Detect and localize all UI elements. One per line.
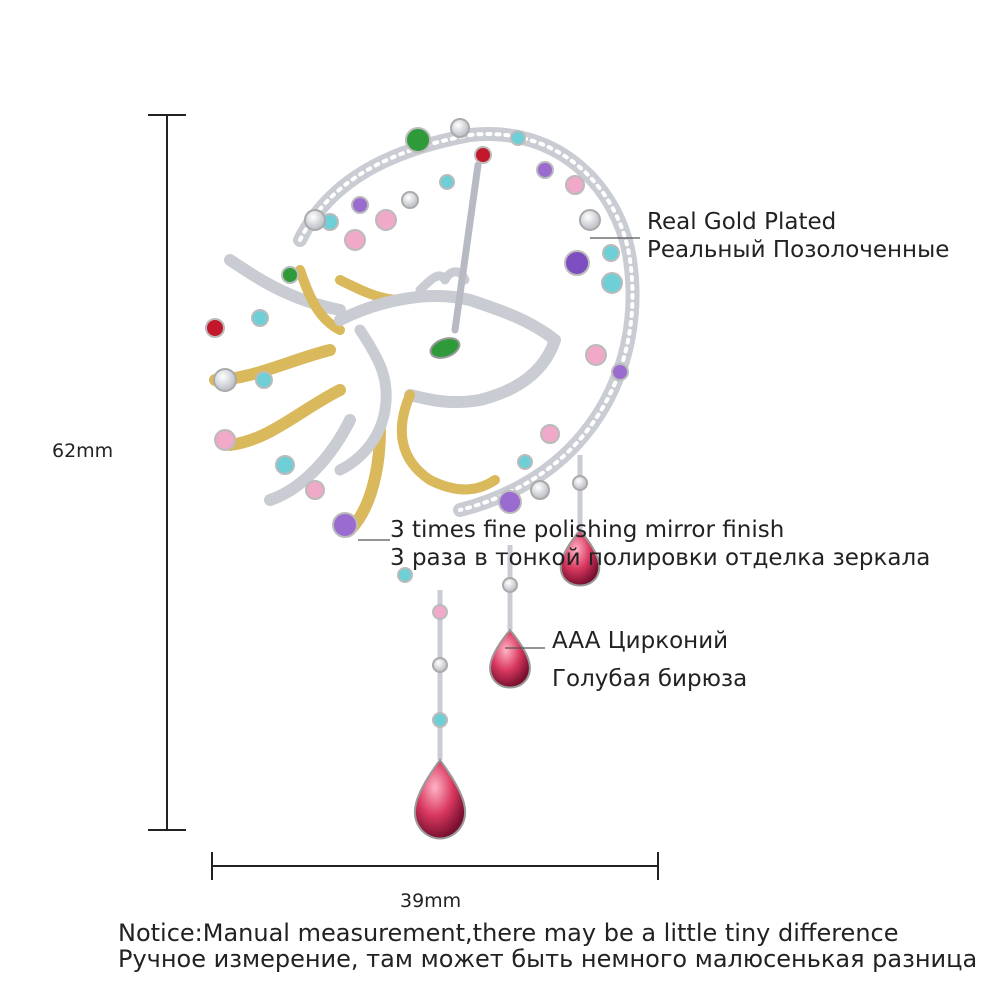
- polish-label-ru: 3 раза в тонкой полировки отделка зеркал…: [390, 545, 931, 571]
- notice-en: Notice:Manual measurement,there may be a…: [118, 919, 899, 947]
- zircon-label-2: Голубая бирюза: [552, 666, 748, 692]
- pear-gem-middle: [489, 628, 531, 689]
- gemstones: [205, 118, 629, 583]
- plating-label-ru: Реальный Позолоченные: [647, 237, 950, 263]
- pear-gem-left: [413, 758, 467, 840]
- width-dimension-line: [211, 852, 659, 880]
- zircon-label-1: AAA Цирконий: [552, 628, 729, 654]
- bird-figure: [334, 161, 561, 495]
- plating-label-en: Real Gold Plated: [647, 209, 837, 235]
- width-dimension-label: 39mm: [400, 890, 462, 912]
- pear-gem-right: [559, 528, 601, 587]
- polish-annotation: 3 times fine polishing mirror finish 3 р…: [390, 516, 930, 572]
- dangle-middle: [489, 545, 531, 689]
- antler-branches: [209, 254, 405, 536]
- dangle-right: [559, 455, 601, 587]
- dangle-left: [413, 590, 467, 840]
- plating-annotation: Real Gold Plated Реальный Позолоченные: [647, 208, 949, 264]
- wreath-ring: [293, 126, 640, 517]
- height-dimension-label: 62mm: [52, 440, 114, 462]
- height-dimension-line: [148, 114, 186, 831]
- zircon-annotation: AAA Цирконий Голубая бирюза: [552, 622, 747, 698]
- notice-ru: Ручное измерение, там может быть немного…: [118, 945, 978, 973]
- polish-label-en: 3 times fine polishing mirror finish: [390, 517, 785, 543]
- notice-block: Notice:Manual measurement,there may be a…: [118, 920, 977, 972]
- leader-lines: [358, 237, 640, 649]
